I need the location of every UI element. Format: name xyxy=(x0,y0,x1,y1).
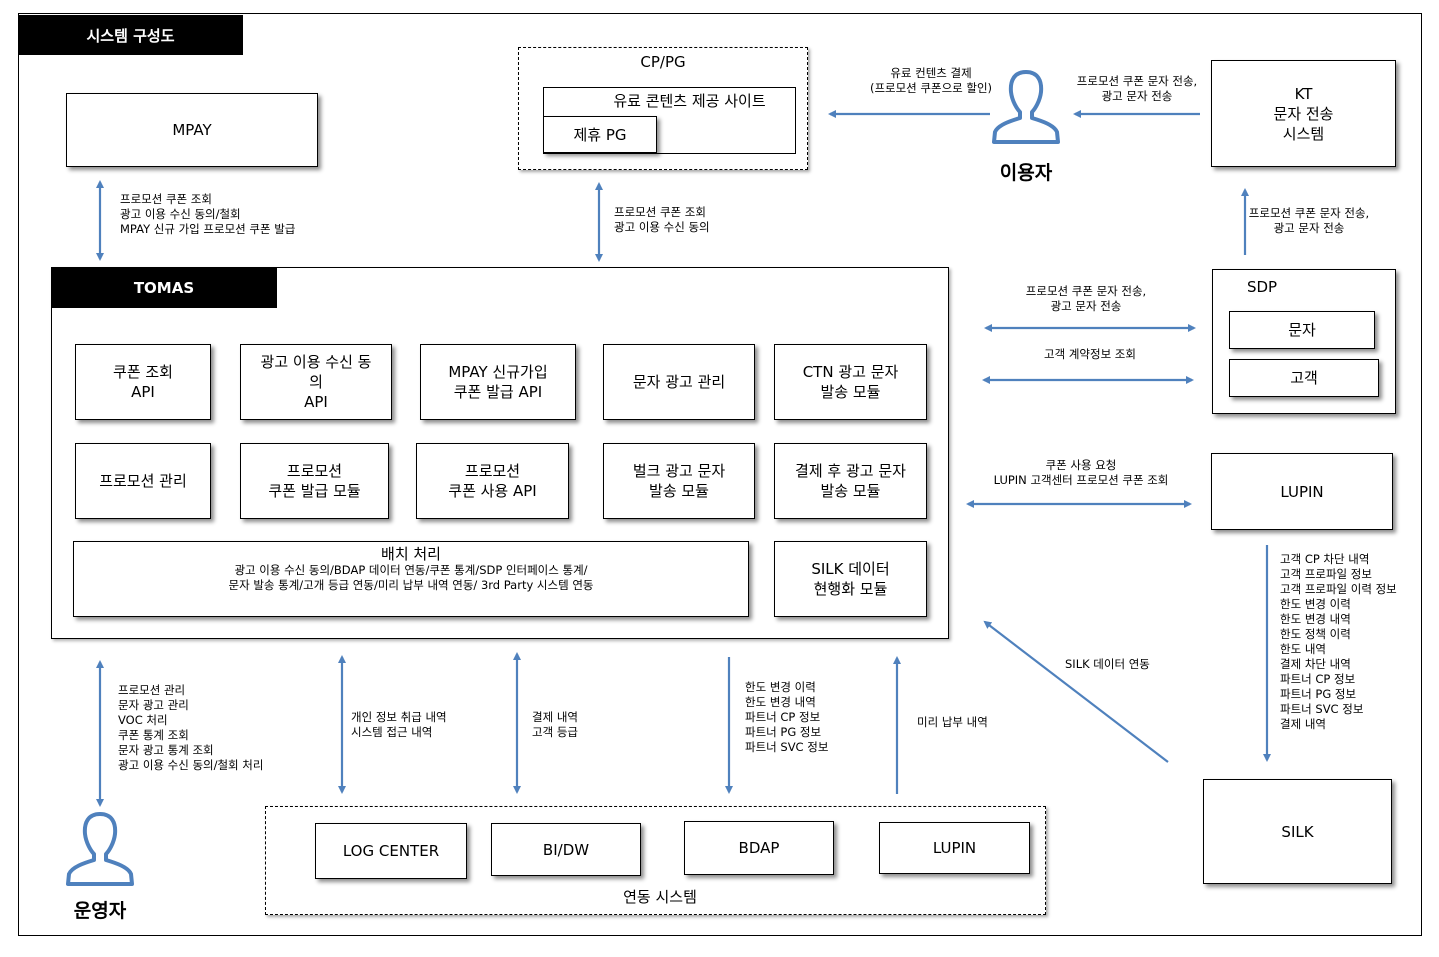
lupin-label: LUPIN xyxy=(1280,482,1324,501)
label-lupin-silk: 고객 CP 차단 내역 고객 프로파일 정보 고객 프로파일 이력 정보 한도 … xyxy=(1280,552,1397,731)
batch-processing-box: 배치 처리 광고 이용 수신 동의/BDAP 데이터 연동/쿠폰 통계/SDP … xyxy=(73,541,749,617)
module-label: CTN 광고 문자 발송 모듈 xyxy=(802,363,899,401)
operator-name: 운영자 xyxy=(73,900,127,922)
arrow-silk-tomas xyxy=(983,620,1169,763)
silk-box: SILK xyxy=(1203,779,1392,884)
label-silk-tomas: SILK 데이터 연동 xyxy=(1065,657,1150,671)
bdap-box: BDAP xyxy=(684,821,834,875)
paid-content-site-label: 유료 콘텐츠 제공 사이트 xyxy=(613,92,766,110)
batch-title: 배치 처리 xyxy=(381,545,441,563)
mpay-label: MPAY xyxy=(172,121,212,139)
page-title: 시스템 구성도 xyxy=(18,15,243,55)
label-operator-tomas: 프로모션 관리 문자 광고 관리 VOC 처리 쿠폰 통계 조회 문자 광고 통… xyxy=(118,683,264,772)
user-person-icon xyxy=(992,70,1060,144)
label-kt-user: 프로모션 쿠폰 문자 전송, 광고 문자 전송 xyxy=(1076,74,1198,103)
label-bdap-tomas: 한도 변경 이력 한도 변경 내역 파트너 CP 정보 파트너 PG 정보 파트… xyxy=(745,680,829,754)
kt-sms-system-label: KT 문자 전송 시스템 xyxy=(1273,84,1334,143)
sdp-sms-label: 문자 xyxy=(1288,321,1316,339)
bidw-label: BI/DW xyxy=(542,840,590,859)
module-label: 쿠폰 조회 API xyxy=(113,363,173,401)
user-name: 이용자 xyxy=(999,162,1053,184)
tomas-title: TOMAS xyxy=(51,267,277,308)
silk-label: SILK xyxy=(1281,822,1314,841)
partner-pg-box: 제휴 PG xyxy=(543,116,657,153)
label-tomas-sdp-customer: 고객 계약정보 조회 xyxy=(1044,347,1136,361)
module-ad-consent-api: 광고 이용 수신 동 의 API xyxy=(240,344,392,420)
sdp-customer-box: 고객 xyxy=(1229,359,1379,397)
label-log-tomas: 개인 정보 취급 내역 시스템 접근 내역 xyxy=(351,710,447,739)
module-mpay-signup-coupon-api: MPAY 신규가입 쿠폰 발급 API xyxy=(420,344,576,420)
lupin-linked-box: LUPIN xyxy=(879,822,1030,874)
partner-pg-label: 제휴 PG xyxy=(573,125,627,144)
lupin-box: LUPIN xyxy=(1211,453,1393,530)
batch-description: 광고 이용 수신 동의/BDAP 데이터 연동/쿠폰 통계/SDP 인터페이스 … xyxy=(228,563,594,592)
module-label: MPAY 신규가입 쿠폰 발급 API xyxy=(448,363,548,401)
log-center-label: LOG CENTER xyxy=(342,842,440,860)
module-label: 벌크 광고 문자 발송 모듈 xyxy=(632,462,726,500)
module-post-payment-ad-sms: 결제 후 광고 문자 발송 모듈 xyxy=(774,443,927,519)
mpay-box: MPAY xyxy=(66,93,318,167)
module-ctn-ad-sms: CTN 광고 문자 발송 모듈 xyxy=(774,344,927,420)
module-label: 결제 후 광고 문자 발송 모듈 xyxy=(795,462,906,500)
module-label: 프로모션 관리 xyxy=(99,472,187,490)
sdp-sms-box: 문자 xyxy=(1229,311,1375,349)
log-center-box: LOG CENTER xyxy=(315,823,467,879)
module-label: SILK 데이터 현행화 모듈 xyxy=(811,560,890,598)
label-bidw-tomas: 결제 내역 고객 등급 xyxy=(532,710,578,739)
label-mpay-tomas: 프로모션 쿠폰 조회 광고 이용 수신 동의/철회 MPAY 신규 가입 프로모… xyxy=(120,192,296,236)
module-promotion-coupon-use-api: 프로모션 쿠폰 사용 API xyxy=(416,443,569,519)
kt-sms-system-box: KT 문자 전송 시스템 xyxy=(1211,60,1396,167)
module-silk-data-sync: SILK 데이터 현행화 모듈 xyxy=(774,541,927,617)
lupin-linked-label: LUPIN xyxy=(932,839,977,857)
sdp-customer-label: 고객 xyxy=(1290,369,1318,387)
diagram-frame xyxy=(18,13,1422,936)
sdp-label: SDP xyxy=(1246,278,1278,296)
module-coupon-query-api: 쿠폰 조회 API xyxy=(75,344,211,420)
label-cppg-tomas: 프로모션 쿠폰 조회 광고 이용 수신 동의 xyxy=(614,205,710,234)
label-sdp-kt: 프로모션 쿠폰 문자 전송, 광고 문자 전송 xyxy=(1248,206,1370,235)
bidw-box: BI/DW xyxy=(491,823,641,876)
bdap-label: BDAP xyxy=(738,839,780,857)
module-sms-ad-management: 문자 광고 관리 xyxy=(603,344,755,420)
module-label: 광고 이용 수신 동 의 API xyxy=(260,353,372,411)
label-tomas-sdp-sms: 프로모션 쿠폰 문자 전송, 광고 문자 전송 xyxy=(1025,284,1147,313)
module-bulk-ad-sms: 벌크 광고 문자 발송 모듈 xyxy=(603,443,755,519)
cppg-label: CP/PG xyxy=(640,53,686,71)
operator-person-icon xyxy=(66,812,134,886)
linked-systems-label: 연동 시스템 xyxy=(623,888,697,906)
label-lupin-linked-tomas: 미리 납부 내역 xyxy=(917,715,988,729)
module-label: 프로모션 쿠폰 발급 모듈 xyxy=(268,462,361,500)
module-promotion-coupon-issue: 프로모션 쿠폰 발급 모듈 xyxy=(240,443,389,519)
label-user-cppg: 유료 컨텐츠 결제 (프로모션 쿠폰으로 할인) xyxy=(869,66,993,95)
label-tomas-lupin: 쿠폰 사용 요청 LUPIN 고객센터 프로모션 쿠폰 조회 xyxy=(993,458,1169,487)
module-label: 프로모션 쿠폰 사용 API xyxy=(448,462,537,500)
module-label: 문자 광고 관리 xyxy=(632,373,726,391)
module-promotion-management: 프로모션 관리 xyxy=(75,443,211,519)
